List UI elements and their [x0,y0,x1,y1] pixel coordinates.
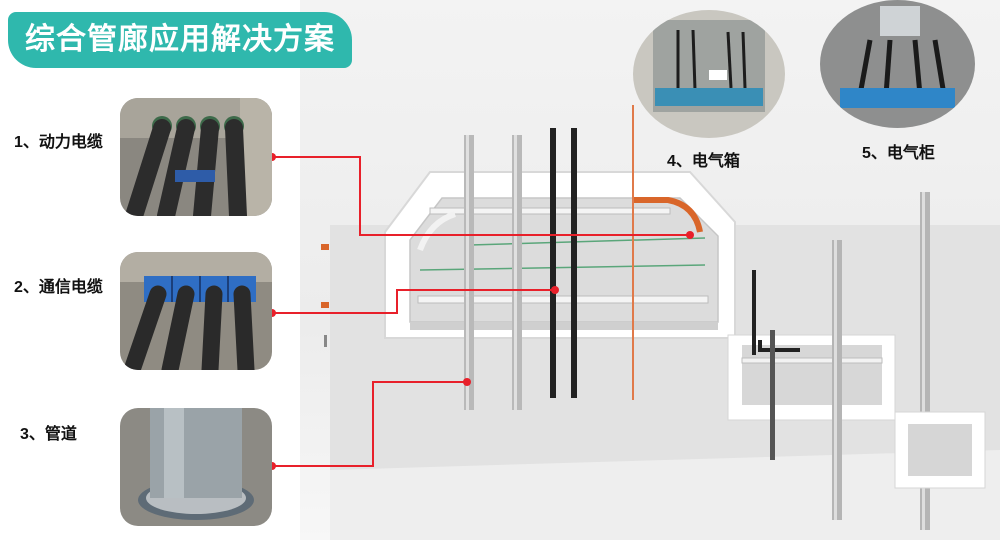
label-electrical-cabinet: 5、电气柜 [862,145,935,162]
wall-marker [321,244,329,250]
connector-dot [686,231,694,239]
photo-communication-cable [120,252,272,370]
photo-electrical-cabinet [820,0,975,128]
vertical-pipe [770,330,775,460]
photo-power-cable [120,98,272,216]
page-title: 综合管廊应用解决方案 [8,12,352,68]
connector-line-3 [272,381,467,467]
black-cable [550,128,556,398]
wall-marker [324,335,327,347]
black-cable [571,128,577,398]
horizontal-pipe [417,295,709,304]
connectors [272,156,690,467]
label-pipeline: 3、管道 [20,426,77,443]
wall-marker [321,302,329,308]
secondary-tunnel-interior [742,345,882,405]
connector-dot [551,286,559,294]
horizontal-pipe [741,357,883,364]
orange-conduit [632,105,634,400]
green-cable [469,237,706,246]
photo-electrical-box [633,10,785,138]
label-power-cable: 1、动力电缆 [14,134,103,151]
connector-dot [463,378,471,386]
connector-line-1 [272,156,690,236]
photo-pipeline [120,408,272,526]
label-communication-cable: 2、通信电缆 [14,279,103,296]
tunnel-floor-slab [410,322,718,330]
curved-pipe [417,211,457,252]
label-electrical-box: 4、电气箱 [667,153,740,170]
black-cable [758,340,800,352]
third-tunnel-interior [908,424,972,476]
connector-line-2 [272,289,555,314]
orange-cable-tray [632,197,703,233]
black-cable [752,270,756,355]
